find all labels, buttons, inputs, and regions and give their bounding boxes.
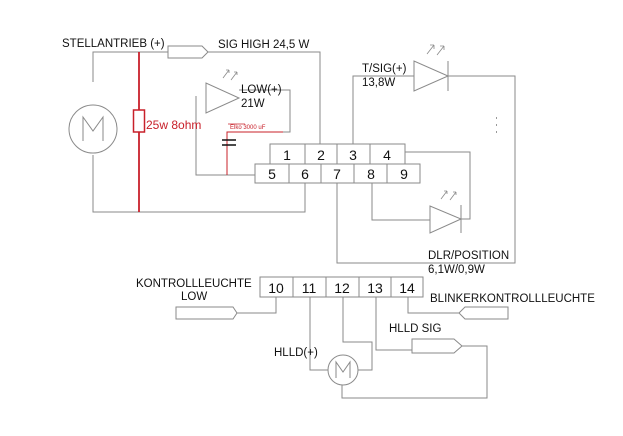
blinker-arrow (458, 306, 509, 320)
red-branch (132, 52, 283, 212)
label-stellantrieb: STELLANTRIEB (+) (62, 38, 165, 50)
motor-stellantrieb-icon (68, 104, 118, 154)
ellipsis-dots (496, 117, 497, 133)
pin-8: 8 (367, 166, 375, 182)
pin-2: 2 (317, 147, 325, 163)
pin-10: 10 (268, 280, 284, 296)
pin-12: 12 (334, 280, 350, 296)
label-elko: Elko 3000 uF (230, 125, 266, 131)
pin-3: 3 (349, 147, 357, 163)
capacitor (222, 139, 236, 146)
label-dlr-watt: 6,1W/0,9W (428, 264, 485, 276)
lamp-low-icon (205, 69, 241, 114)
motor-hlld-icon (327, 354, 359, 386)
wires (92, 51, 516, 399)
kontroll-low-arrow (175, 306, 238, 320)
label-blinker: BLINKERKONTROLLLEUCHTE (430, 293, 595, 305)
labels: STELLANTRIEB (+) SIG HIGH 24,5 W LOW(+) … (62, 38, 595, 359)
connector-bottom: 10 11 12 13 14 (259, 276, 424, 298)
pin-9: 9 (400, 166, 408, 182)
label-resistor: 25w 8ohm (146, 118, 201, 132)
pin-1: 1 (283, 147, 291, 163)
hlld-sig-arrow (411, 338, 463, 354)
lamp-dlr-icon (429, 190, 463, 234)
label-kontroll-low: LOW (181, 291, 207, 303)
pin-7: 7 (333, 166, 341, 182)
label-hlld-sig: HLLD SIG (389, 323, 441, 335)
pin-13: 13 (367, 280, 383, 296)
label-sig-high: SIG HIGH 24,5 W (218, 39, 310, 51)
label-tsig: T/SIG(+) (362, 63, 407, 75)
pin-14: 14 (399, 280, 415, 296)
label-dlr: DLR/POSITION (428, 250, 509, 262)
pin-11: 11 (302, 280, 317, 296)
label-hlld-plus: HLLD(+) (274, 347, 318, 359)
label-kontrollleuchte: KONTROLLLEUCHTE (136, 278, 252, 290)
pin-5: 5 (268, 166, 276, 182)
pin-4: 4 (383, 147, 391, 163)
sig-high-arrow (167, 45, 209, 59)
pin-6: 6 (301, 166, 309, 182)
connector-top: 1 2 3 4 5 6 7 8 9 (254, 143, 421, 184)
lamp-tsig-icon (413, 44, 450, 92)
label-low-plus: LOW(+) (241, 84, 282, 96)
label-tsig-watt: 13,8W (362, 77, 395, 89)
label-low-watt: 21W (241, 98, 265, 110)
